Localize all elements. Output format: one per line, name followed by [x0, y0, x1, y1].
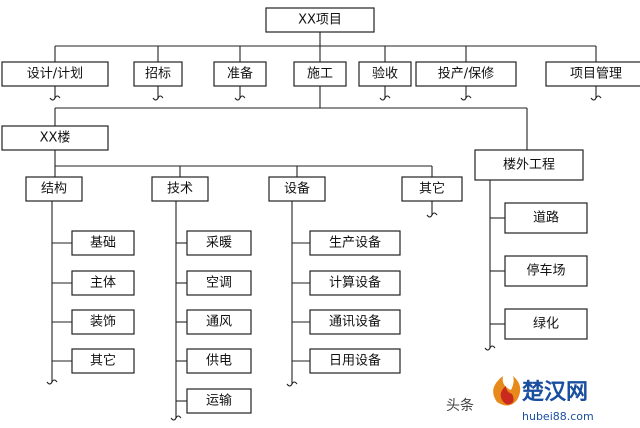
phase-node-tender: 招标 [133, 61, 183, 87]
phase-node-project-management: 项目管理 [545, 61, 640, 87]
item-label: 生产设备 [329, 235, 381, 251]
flame-logo-icon [493, 376, 521, 406]
item-node: 生产设备 [309, 230, 401, 256]
connector-lines [51, 32, 597, 418]
phase-label: 验收 [372, 66, 398, 82]
item-node: 主体 [71, 270, 135, 296]
item-node: 绿化 [504, 308, 588, 340]
item-node: 运输 [186, 388, 252, 414]
phase-label: 项目管理 [570, 67, 622, 82]
item-label: 空调 [206, 276, 232, 291]
item-label: 日用设备 [329, 353, 381, 369]
phase-node-design-plan: 设计/计划 [1, 61, 109, 87]
group-node-equipment: 设备 [268, 176, 326, 202]
exterior-items: 道路 停车场 绿化 [504, 202, 588, 340]
watermark-url: hubei88.com [522, 410, 594, 423]
phase-label: 设计/计划 [27, 67, 83, 82]
group-label: 结构 [41, 182, 67, 197]
phase-label: 施工 [307, 67, 333, 82]
item-node: 停车场 [504, 255, 588, 287]
exterior-node: 楼外工程 [474, 149, 584, 181]
item-label: 装饰 [90, 315, 116, 330]
item-label: 停车场 [526, 263, 565, 279]
building-node: XX楼 [1, 125, 109, 151]
equipment-items: 生产设备 计算设备 通讯设备 日用设备 [309, 230, 401, 374]
item-node: 其它 [71, 348, 135, 374]
item-node: 基础 [71, 230, 135, 256]
item-node: 通风 [186, 309, 252, 335]
item-node: 装饰 [71, 309, 135, 335]
item-label: 基础 [90, 236, 116, 251]
item-node: 空调 [186, 270, 252, 296]
phase-node-commissioning: 投产/保修 [415, 61, 517, 87]
exterior-label: 楼外工程 [503, 158, 555, 173]
watermark-source: 头条 [446, 397, 474, 414]
item-label: 道路 [533, 210, 559, 226]
item-label: 绿化 [533, 317, 559, 332]
continuation-marks [46, 95, 602, 421]
item-node: 供电 [186, 348, 252, 374]
group-row: 结构 技术 设备 其它 [25, 176, 463, 202]
item-label: 运输 [206, 393, 232, 409]
item-label: 采暖 [206, 236, 232, 251]
top-level-row: 设计/计划 招标 准备 施工 验收 投产/保修 项目管理 [1, 61, 640, 87]
group-label: 技术 [167, 182, 193, 197]
item-node: 日用设备 [309, 348, 401, 374]
group-label: 其它 [419, 181, 445, 197]
phase-label: 招标 [145, 67, 171, 82]
technology-items: 采暖 空调 通风 供电 运输 [186, 230, 252, 414]
item-node: 采暖 [186, 230, 252, 256]
item-label: 供电 [206, 354, 232, 369]
item-label: 通风 [206, 315, 232, 330]
group-node-technology: 技术 [151, 176, 209, 202]
building-label: XX楼 [40, 131, 71, 146]
item-label: 通讯设备 [329, 314, 381, 330]
watermark-logo-text: 楚汉网 [522, 380, 588, 405]
group-node-structure: 结构 [25, 176, 83, 202]
root-label: XX项目 [298, 13, 342, 28]
item-label: 主体 [90, 276, 116, 291]
structure-items: 基础 主体 装饰 其它 [71, 230, 135, 374]
group-node-other: 其它 [401, 176, 463, 202]
item-label: 其它 [90, 353, 116, 369]
phase-node-acceptance: 验收 [358, 61, 412, 87]
phase-label: 投产/保修 [438, 66, 494, 82]
watermark: 头条 楚汉网 hubei88.com [446, 376, 594, 423]
root-node: XX项目 [265, 7, 375, 33]
phase-node-construction: 施工 [293, 61, 347, 87]
phase-label: 准备 [227, 66, 253, 82]
item-node: 通讯设备 [309, 309, 401, 335]
phase-node-prepare: 准备 [213, 61, 267, 87]
group-label: 设备 [284, 181, 310, 197]
item-label: 计算设备 [329, 275, 381, 291]
item-node: 计算设备 [309, 270, 401, 296]
item-node: 道路 [504, 202, 588, 234]
